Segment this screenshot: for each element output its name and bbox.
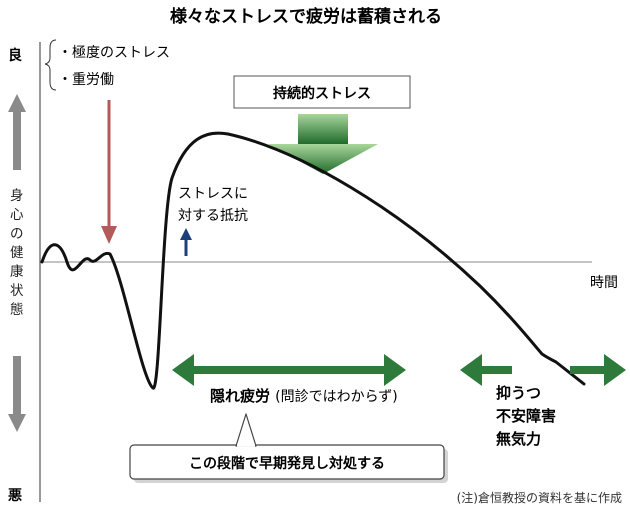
outcome-label: 不安障害 [496,407,556,425]
resistance-arrow [180,228,192,256]
axis-vertical-char: 状 [10,283,24,299]
page-title: 様々なストレスで疲労は蓄積される [170,6,442,27]
axis-vertical-char: 心 [10,207,24,223]
axis-bottom-label: 悪 [8,488,22,504]
callout-label: この段階で早期発見し対処する [189,455,385,472]
stressor-label: ・重労働 [58,72,114,88]
time-axis-label: 時間 [590,275,618,291]
axis-top-label: 良 [8,47,22,64]
axis-vertical-char: 身 [10,188,24,204]
hidden-fatigue-note: (問診ではわからず) [275,389,398,405]
outcome-label: 抑うつ [496,384,541,402]
outcome-arrow [460,354,626,386]
axis-vertical-char: 康 [10,263,24,280]
stress-impact-arrow [101,100,117,244]
resistance-label: ストレスに [178,186,248,202]
sustained-stress-arrow [268,114,378,174]
hidden-fatigue-arrow [172,354,406,386]
hidden-fatigue-text: 隠れ疲労 (問診ではわからず) [210,386,398,405]
health-axis-arrow [8,94,26,432]
axis-vertical-char: 健 [10,245,24,261]
stressor-label: ・極度のストレス [58,45,170,61]
source-note: (注)倉恒教授の資料を基に作成 [457,490,622,505]
axis-vertical-label: 身 心 の 健 康 状 態 [10,188,28,318]
sustained-stress-box [233,75,411,109]
callout-box [129,413,448,483]
sustained-stress-label: 持続的ストレス [273,85,371,102]
outcome-label: 無気力 [496,430,541,448]
axis-vertical-char: の [10,226,24,242]
stressors-brace [44,39,57,91]
resistance-label: 対する抵抗 [178,208,248,224]
hidden-fatigue-label: 隠れ疲労 [210,387,270,405]
axis-vertical-char: 態 [10,302,24,318]
health-curve [40,131,586,390]
